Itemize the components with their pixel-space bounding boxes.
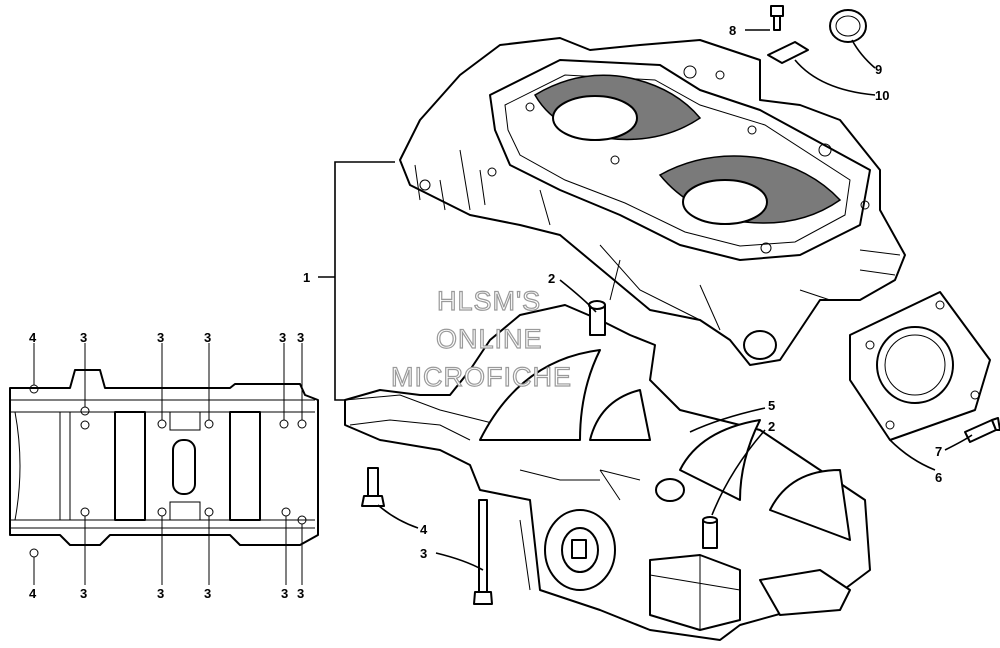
inset-callout-bottom-4: 4	[29, 586, 37, 601]
inset-callout-top-3c: 3	[204, 330, 211, 345]
lower-crankcase	[344, 300, 871, 641]
callout-9: 9	[875, 62, 882, 77]
watermark-line-2: ONLINE	[436, 324, 543, 354]
inset-callout-bottom-3d: 3	[281, 586, 288, 601]
inset-callout-top-4: 4	[29, 330, 37, 345]
callout-8: 8	[729, 23, 736, 38]
callout-3: 3	[420, 546, 427, 561]
watermark-line-1: HLSM'S	[437, 286, 541, 316]
flange-gasket	[849, 291, 991, 441]
callout-6: 6	[935, 470, 942, 485]
inset-callout-bottom-3b: 3	[157, 586, 164, 601]
callout-1: 1	[303, 270, 310, 285]
callout-7: 7	[935, 444, 942, 459]
inset-callout-bottom-3e: 3	[297, 586, 304, 601]
upper-crankcase	[399, 37, 906, 366]
small-parts	[361, 5, 1000, 605]
inset-callout-bottom-3a: 3	[80, 586, 87, 601]
watermark-line-3: MICROFICHE	[391, 362, 572, 392]
inset-callout-top-3b: 3	[157, 330, 164, 345]
watermark: HLSM'S ONLINE MICROFICHE	[390, 285, 572, 392]
callout-leaders	[318, 29, 973, 571]
callout-4: 4	[420, 522, 428, 537]
inset-callout-bottom-3c: 3	[204, 586, 211, 601]
inset-callout-top-3e: 3	[297, 330, 304, 345]
callout-2-upper: 2	[548, 271, 555, 286]
inset-callout-top-3a: 3	[80, 330, 87, 345]
callout-2-lower: 2	[768, 419, 775, 434]
inset-callout-top-3d: 3	[279, 330, 286, 345]
callout-5: 5	[768, 398, 775, 413]
callout-10: 10	[875, 88, 889, 103]
bolt-pattern-inset: 4 3 3 3 3 3 4 3 3 3 3 3	[9, 330, 319, 601]
